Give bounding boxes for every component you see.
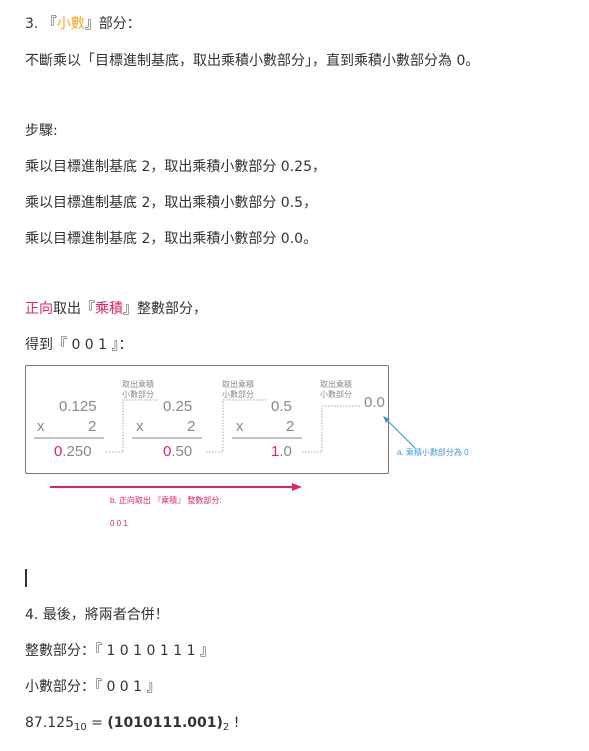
step-1: 乘以目標進制基底 2，取出乘積小數部分 0.25， bbox=[25, 159, 326, 175]
take-label-1-b: 小數部分 bbox=[122, 390, 154, 399]
arrow-b-head bbox=[292, 483, 302, 491]
rule-text: 不斷乘以「目標進制基底，取出乘積小數部分」，直到乘積小數部分為 0。 bbox=[25, 53, 480, 69]
product-word: 乘積 bbox=[95, 301, 123, 317]
final-binary: (1010111.001) bbox=[107, 715, 223, 731]
col1-top: 0.125 bbox=[59, 398, 97, 415]
col1-result: 0.250 bbox=[54, 443, 92, 460]
col3-int: 1 bbox=[271, 443, 280, 460]
col1-frac: .250 bbox=[62, 443, 92, 460]
col3-times: x bbox=[236, 418, 244, 435]
annotation-b-value: 0 0 1 bbox=[110, 519, 128, 528]
col1-mult: 2 bbox=[88, 418, 97, 435]
heading-suffix: 』部分： bbox=[84, 16, 141, 32]
exclamation: ! bbox=[229, 715, 240, 731]
heading-highlight: 小數 bbox=[56, 16, 85, 32]
annotation-b: b. 正向取出 『乘積』 整數部分: bbox=[110, 496, 222, 505]
integer-part-line: 整數部分：『 1 0 1 0 1 1 1 』 bbox=[25, 643, 214, 659]
step-3: 乘以目標進制基底 2，取出乘積小數部分 0.0。 bbox=[25, 231, 318, 247]
annotation-a: a. 乘積小數部分為 0 bbox=[397, 448, 469, 457]
col3-result: 1.0 bbox=[271, 443, 292, 460]
direction-text-1: 取出『 bbox=[53, 301, 95, 317]
col2-top: 0.25 bbox=[163, 398, 193, 415]
col1-times: x bbox=[37, 418, 45, 435]
col2-int: 0 bbox=[163, 443, 172, 460]
take-label-1-a: 取出乘積 bbox=[122, 380, 154, 389]
multiplication-diagram: 0.125 x 2 0.250 取出乘積小數部分 0.25 x 2 0.50 取… bbox=[25, 365, 389, 474]
connector-2 bbox=[206, 399, 267, 453]
final-decimal: 87.125 bbox=[25, 715, 74, 731]
diagram-lines bbox=[34, 399, 360, 453]
direction-text-2: 』整數部分， bbox=[123, 301, 207, 317]
step-2: 乘以目標進制基底 2，取出乘積小數部分 0.5， bbox=[25, 195, 318, 211]
col1-int: 0 bbox=[54, 443, 63, 460]
col2-times: x bbox=[136, 418, 144, 435]
fraction-part-line: 小數部分：『 0 0 1 』 bbox=[25, 679, 161, 695]
col3-top: 0.5 bbox=[271, 398, 292, 415]
equals-sign: = bbox=[86, 715, 108, 731]
steps-title: 步驟: bbox=[25, 123, 58, 139]
decimal-base: 10 bbox=[74, 722, 87, 733]
take-label-1: 取出乘積小數部分 bbox=[122, 380, 154, 400]
take-label-3-b: 小數部分 bbox=[320, 390, 352, 399]
col2-result: 0.50 bbox=[163, 443, 192, 460]
binary-base: 2 bbox=[222, 722, 230, 733]
take-label-2-b: 小數部分 bbox=[222, 390, 254, 399]
result-line: 得到『 0 0 1 』： bbox=[25, 337, 133, 353]
take-label-3: 取出乘積小數部分 bbox=[320, 380, 352, 400]
take-label-2: 取出乘積小數部分 bbox=[222, 380, 254, 400]
final-equation: 87.12510 = (1010111.001)2 ! bbox=[25, 713, 239, 738]
section-3-heading: 3. 『小數』部分： bbox=[25, 14, 141, 34]
direction-word: 正向 bbox=[25, 301, 53, 317]
text-cursor[interactable] bbox=[25, 569, 27, 587]
col2-frac: .50 bbox=[171, 443, 193, 460]
col3-frac: .0 bbox=[279, 443, 292, 460]
section-4-title: 4. 最後，將兩者合併！ bbox=[25, 607, 169, 623]
final-value: 0.0 bbox=[364, 394, 385, 411]
col2-mult: 2 bbox=[187, 418, 196, 435]
direction-line: 正向取出『乘積』整數部分， bbox=[25, 299, 207, 319]
heading-prefix: 3. 『 bbox=[25, 16, 57, 32]
take-label-2-a: 取出乘積 bbox=[222, 380, 254, 389]
connector-3 bbox=[302, 405, 360, 453]
connector-1 bbox=[106, 399, 159, 453]
col3-mult: 2 bbox=[286, 418, 295, 435]
take-label-3-a: 取出乘積 bbox=[320, 380, 352, 389]
